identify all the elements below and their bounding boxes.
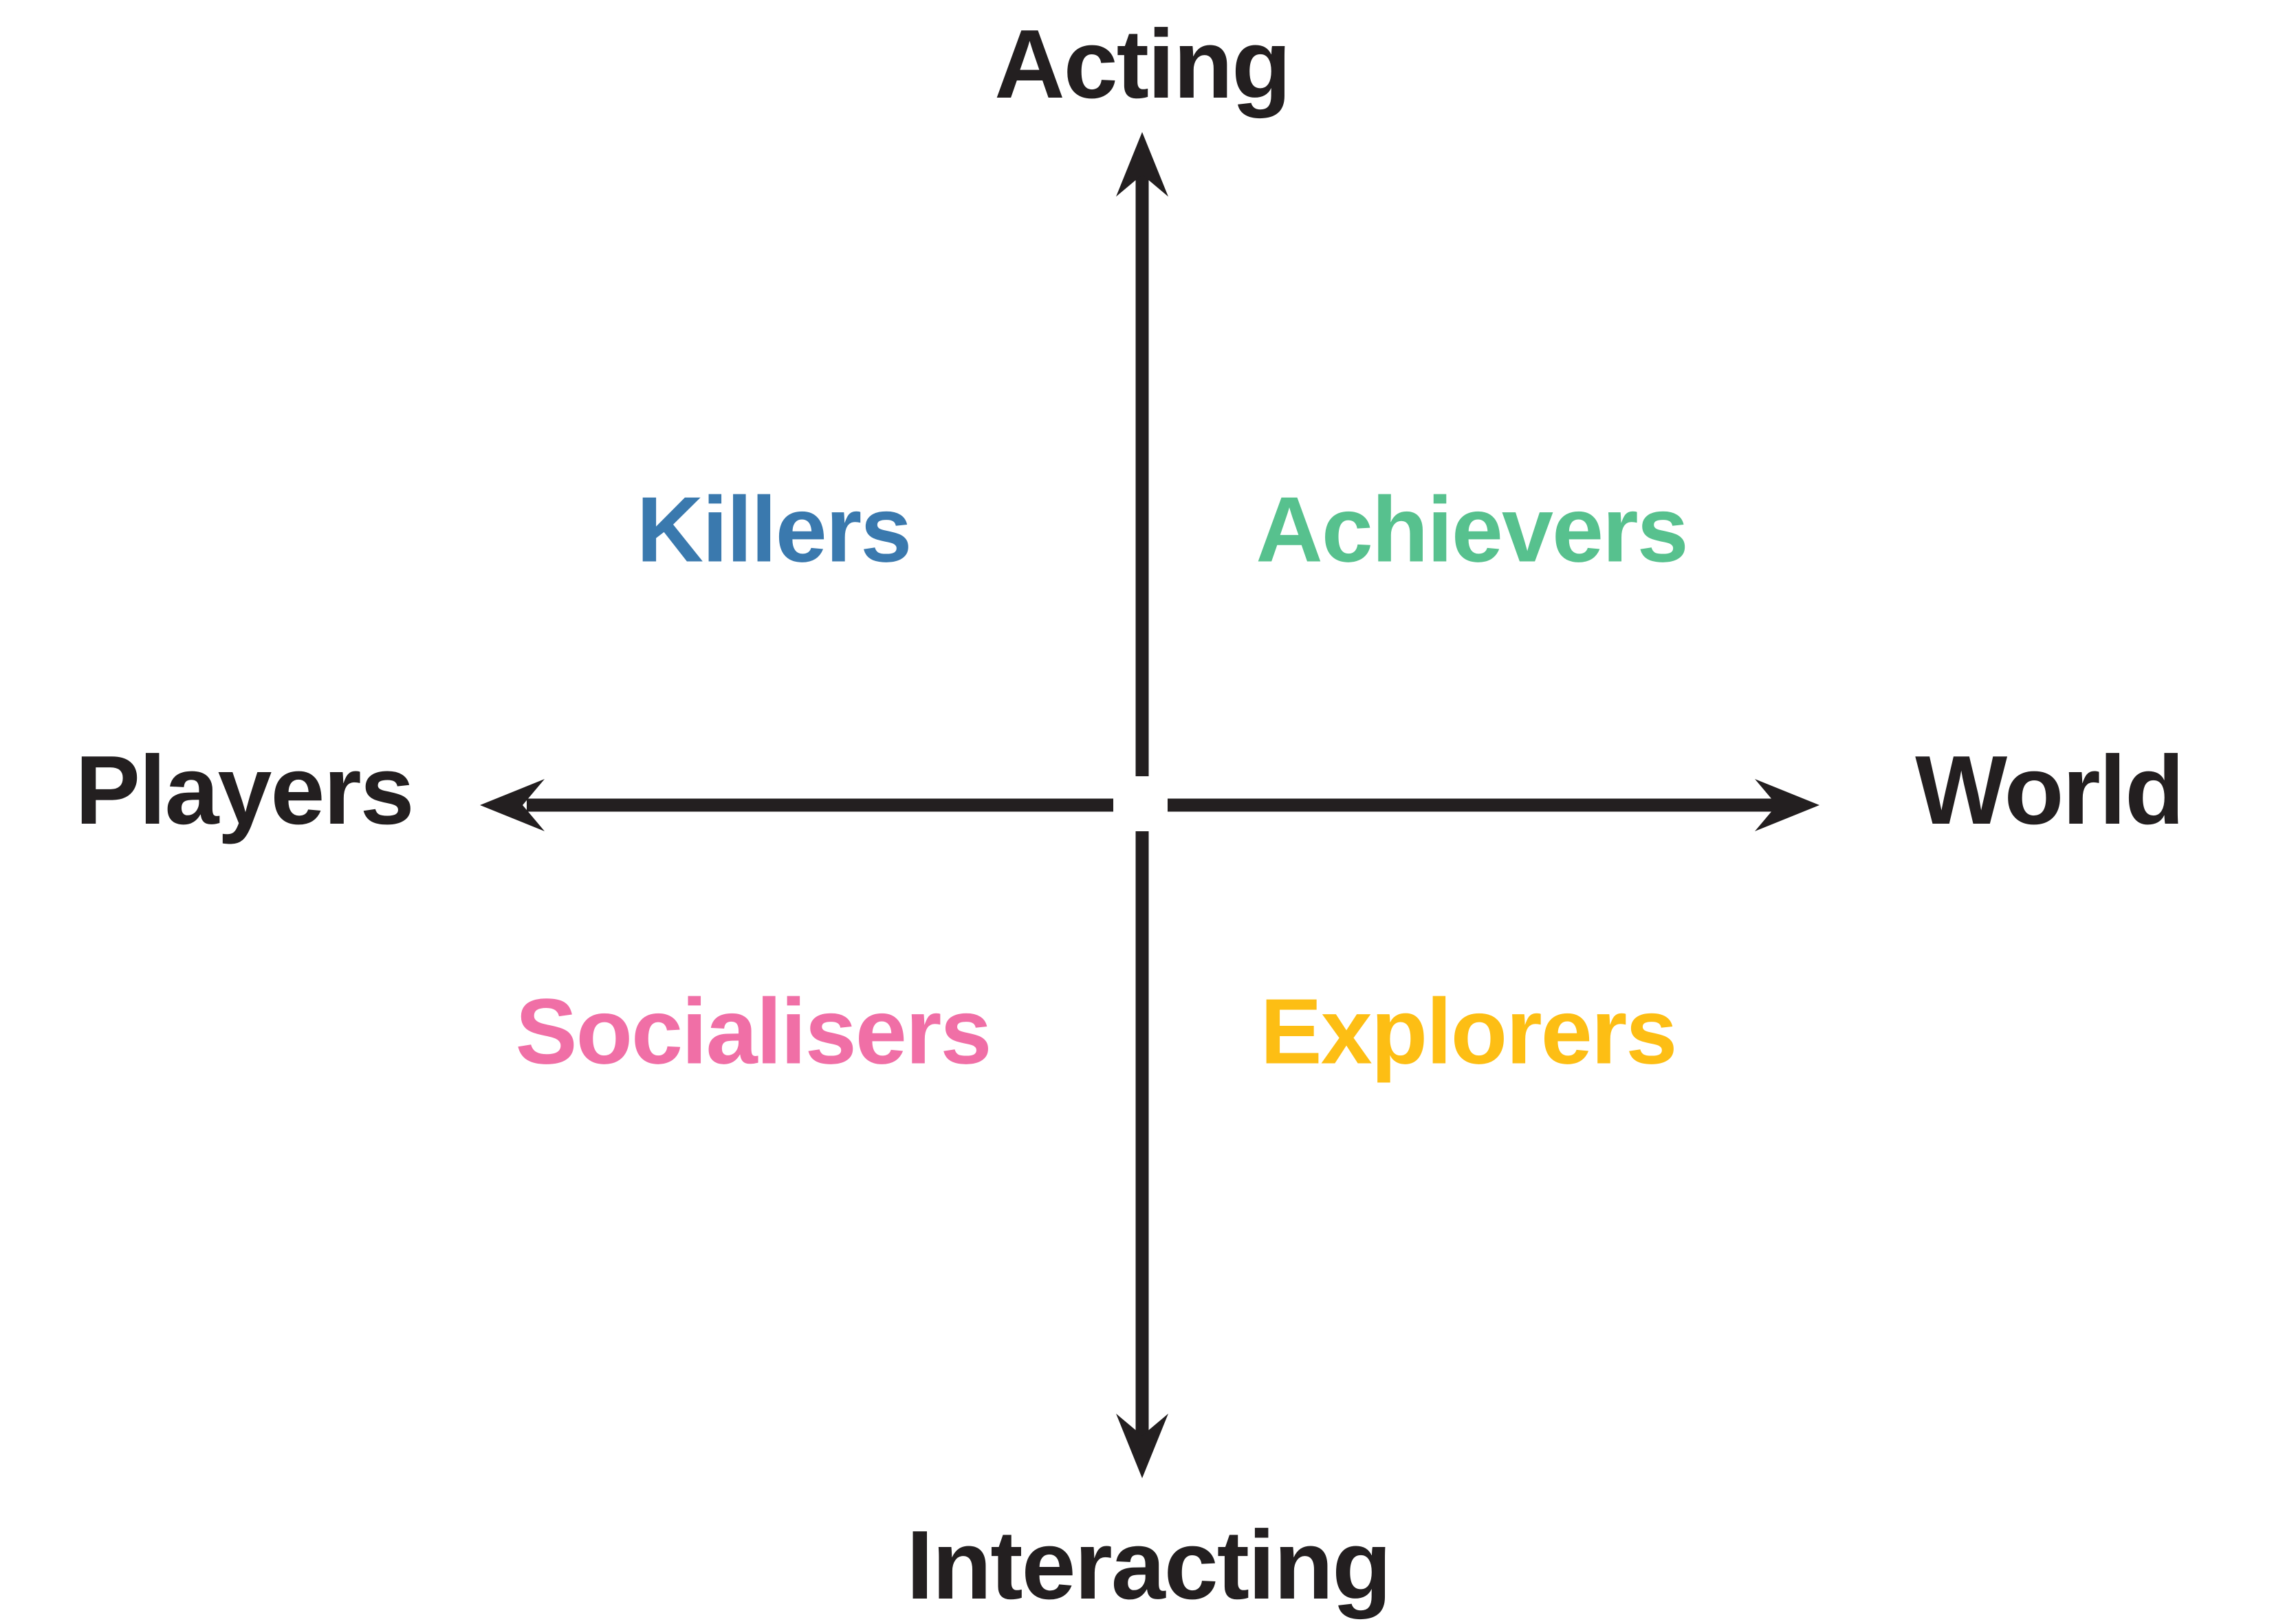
axis-label-world: World: [1915, 736, 2185, 845]
axis-label-interacting: Interacting: [906, 1511, 1392, 1620]
arrow-up-icon: [1116, 132, 1168, 197]
arrow-down-icon: [1116, 1414, 1168, 1478]
quadrant-label-explorers: Explorers: [1260, 979, 1678, 1084]
axis-label-acting: Acting: [994, 10, 1291, 119]
quadrant-label-socialisers: Socialisers: [515, 979, 992, 1084]
quadrant-label-killers: Killers: [636, 477, 912, 582]
quadrant-label-achievers: Achievers: [1256, 477, 1688, 582]
arrow-left-icon: [480, 779, 545, 831]
arrow-right-icon: [1755, 779, 1819, 831]
axis-label-players: Players: [75, 736, 414, 845]
